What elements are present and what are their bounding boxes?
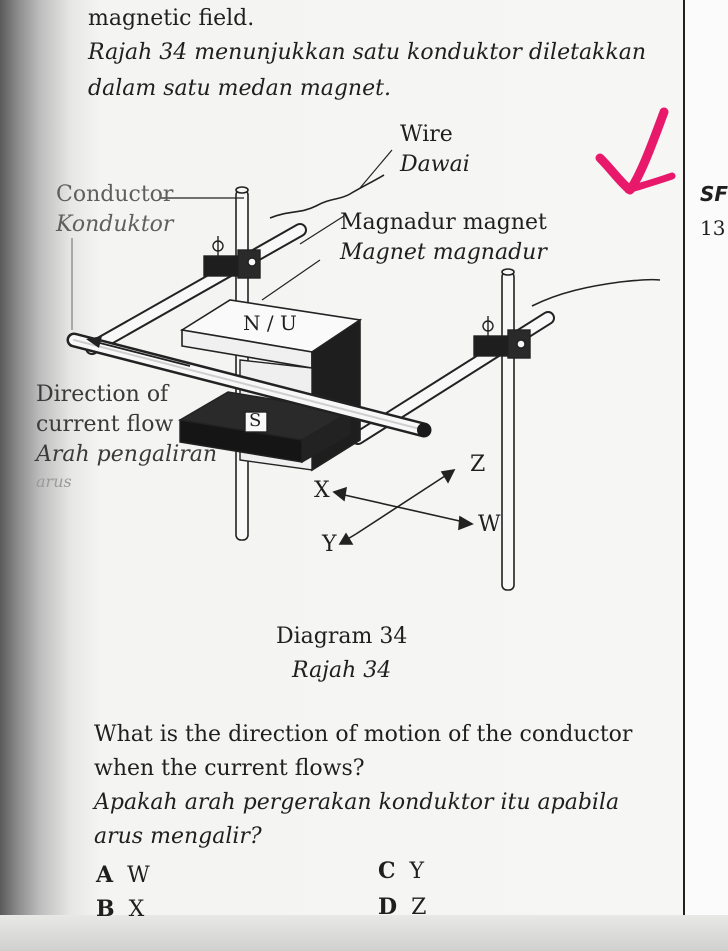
- conductor-label-en: Conductor: [56, 182, 174, 207]
- option-c-letter: C: [378, 858, 396, 884]
- wire-label-ms: Dawai: [400, 152, 470, 177]
- direction-axes: [332, 468, 474, 545]
- magnet-label-ms: Magnet magnadur: [340, 240, 547, 265]
- south-label-box: [244, 411, 268, 433]
- left-wire: [269, 174, 385, 219]
- direction-z-label: Z: [470, 452, 486, 477]
- option-b[interactable]: B X: [96, 896, 144, 922]
- direction-w-label: W: [478, 512, 501, 537]
- option-c[interactable]: C Y: [378, 858, 424, 884]
- left-clamp: [203, 236, 261, 279]
- bottom-shadow: [0, 915, 728, 951]
- magnet-label-en: Magnadur magnet: [340, 210, 547, 235]
- option-a[interactable]: A W: [96, 862, 150, 888]
- south-pole-label: S: [249, 410, 262, 431]
- option-c-text: Y: [409, 859, 425, 884]
- question-en-line-1: What is the direction of motion of the c…: [94, 722, 633, 747]
- intro-english-line: magnetic field.: [88, 6, 255, 31]
- option-d[interactable]: D Z: [378, 894, 426, 920]
- intro-malay-line-2: dalam satu medan magnet.: [88, 76, 391, 101]
- conductor-leader: [299, 215, 345, 245]
- direction-y-label: Y: [322, 532, 337, 557]
- direction-x-label: X: [314, 478, 330, 503]
- current-label-en-1: Direction of: [36, 382, 169, 407]
- north-pole-label: N / U: [243, 311, 297, 335]
- current-label-ms-2: arus: [36, 472, 72, 491]
- wire-leader: [359, 149, 393, 189]
- option-d-letter: D: [378, 894, 398, 920]
- diagram-caption-en: Diagram 34: [276, 624, 408, 649]
- magnet-leader: [261, 259, 321, 301]
- wire-label-en: Wire: [400, 122, 453, 147]
- current-label-en-2: current flow: [36, 412, 174, 437]
- option-a-letter: A: [96, 862, 114, 888]
- current-direction-arrow: [86, 336, 191, 367]
- current-label-ms-1: Arah pengaliran: [36, 442, 218, 467]
- right-clamp: [473, 316, 531, 359]
- option-b-text: X: [128, 897, 145, 922]
- option-d-text: Z: [411, 895, 427, 920]
- option-a-text: W: [127, 863, 150, 888]
- intro-malay-line-1: Rajah 34 menunjukkan satu konduktor dile…: [88, 40, 647, 65]
- conductor-label-ms: Konduktor: [56, 212, 174, 237]
- right-stand: [501, 268, 515, 591]
- question-en-line-2: when the current flows?: [94, 756, 365, 781]
- margin-code: SF: [700, 182, 728, 206]
- adjacent-page-edge: [683, 0, 728, 920]
- question-ms-line-2: arus mengalir?: [94, 824, 262, 849]
- diagram-caption-ms: Rajah 34: [292, 658, 392, 683]
- margin-number: 13: [700, 216, 726, 240]
- left-support-rod: [85, 223, 307, 355]
- conductor-rod: [66, 332, 432, 438]
- question-ms-line-1: Apakah arah pergerakan konduktor itu apa…: [94, 790, 620, 815]
- option-b-letter: B: [96, 896, 115, 922]
- right-wire: [531, 278, 661, 307]
